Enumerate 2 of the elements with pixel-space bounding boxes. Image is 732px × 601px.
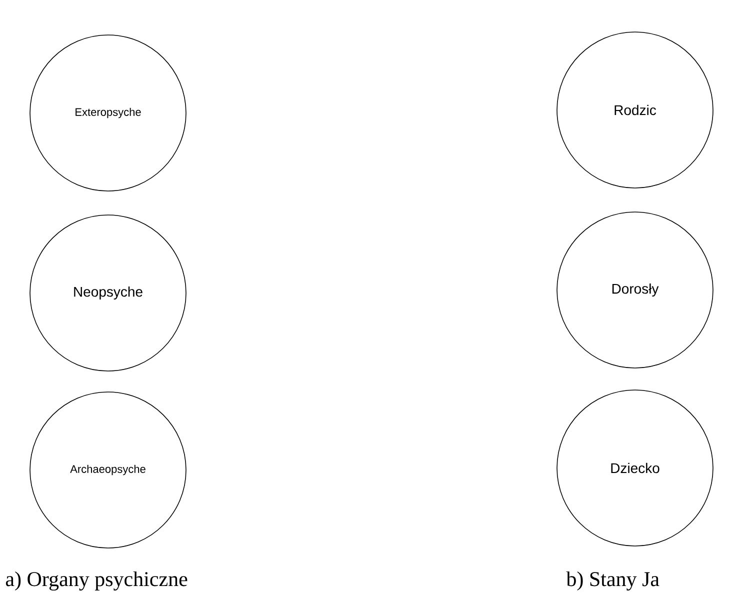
caption: a) Organy psychiczne: [6, 571, 188, 591]
caption: b) Stany Ja: [566, 571, 660, 591]
